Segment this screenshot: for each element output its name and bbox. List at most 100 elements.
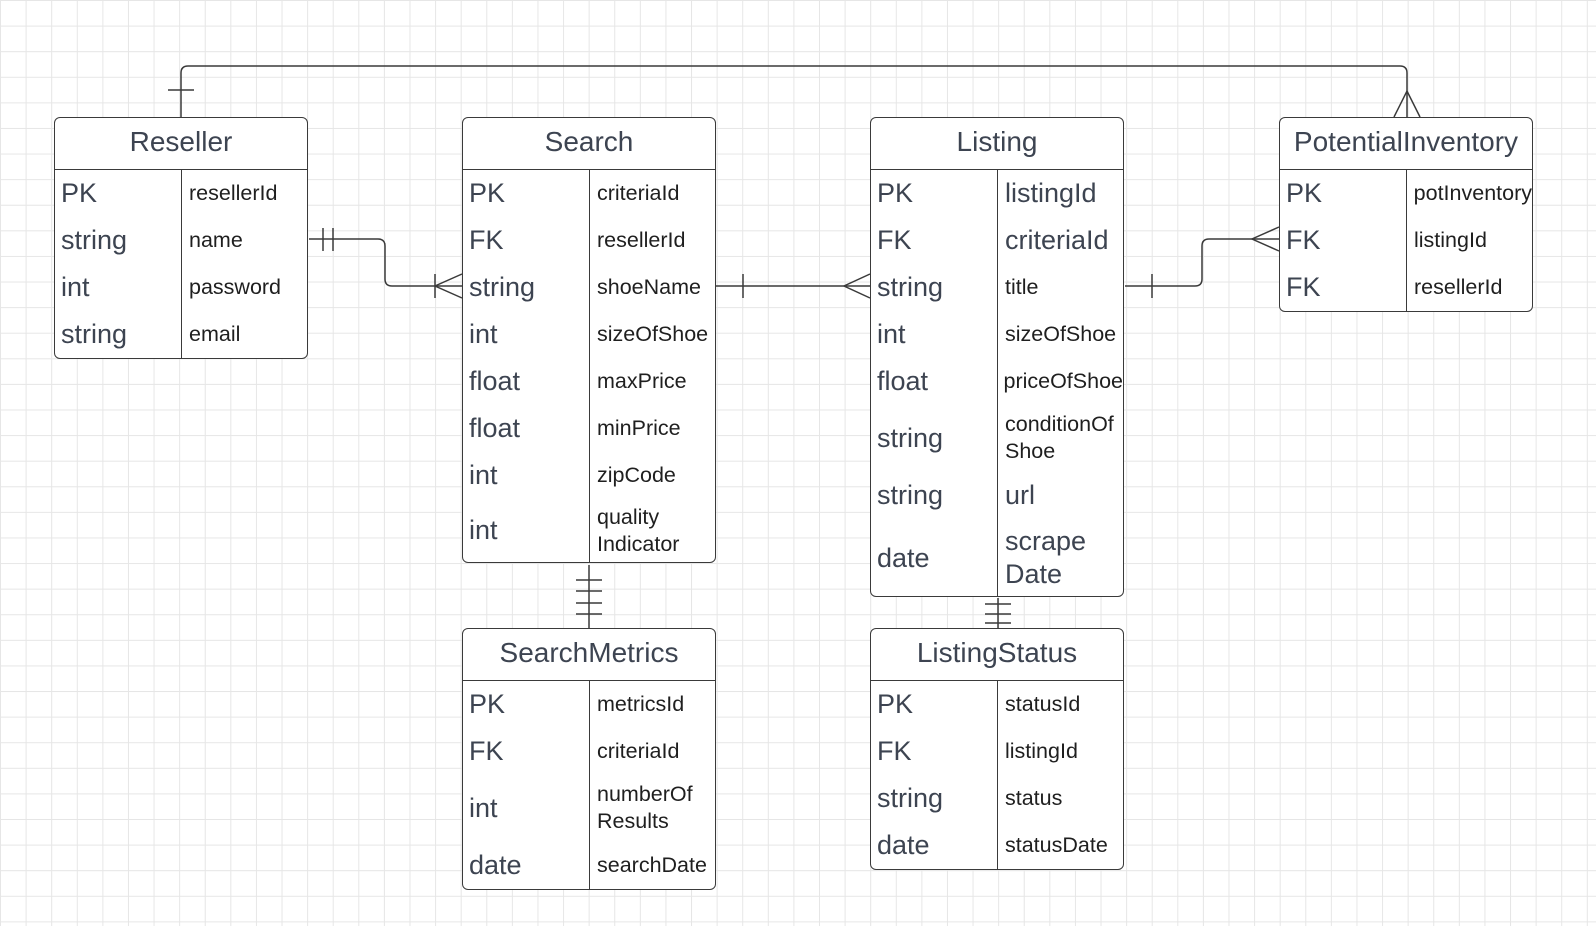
attribute-name: shoeName: [597, 275, 701, 299]
entity-title: Search: [463, 118, 715, 170]
attribute-name: minPrice: [597, 416, 681, 440]
attribute-name: zipCode: [597, 463, 676, 487]
attribute-row[interactable]: FK resellerId: [1280, 264, 1532, 311]
attribute-key: PK: [469, 178, 506, 208]
attribute-name: listingId: [1414, 228, 1487, 252]
attribute-key: float: [469, 413, 521, 443]
attribute-row[interactable]: PK listingId: [871, 170, 1123, 217]
attribute-key: string: [61, 319, 128, 349]
attribute-key: FK: [877, 736, 912, 766]
attribute-row[interactable]: PK metricsId: [463, 681, 715, 728]
entity-attributes: PK potInventory FK listingId FK resellerId: [1280, 170, 1532, 311]
attribute-row[interactable]: int zipCode: [463, 452, 715, 499]
attribute-key: FK: [469, 225, 504, 255]
attribute-key: PK: [469, 689, 506, 719]
entity-title: Listing: [871, 118, 1123, 170]
attribute-name: maxPrice: [597, 369, 687, 393]
attribute-name: url: [1005, 480, 1036, 510]
attribute-key: string: [61, 225, 128, 255]
attribute-name: sizeOfShoe: [597, 322, 709, 346]
attribute-name: statusDate: [1005, 833, 1108, 857]
attribute-key: FK: [1286, 225, 1321, 255]
attribute-key: FK: [1286, 272, 1321, 302]
attribute-row[interactable]: string name: [55, 217, 307, 264]
attribute-name: listingId: [1005, 739, 1078, 763]
attribute-key: int: [469, 515, 498, 545]
crowsfoot-many: [842, 273, 871, 299]
attribute-key: int: [469, 792, 498, 823]
entity-title: Reseller: [55, 118, 307, 170]
attribute-key: int: [61, 272, 90, 302]
attribute-row[interactable]: date scrape Date: [871, 520, 1123, 596]
attribute-name: numberOf Results: [597, 782, 693, 833]
attribute-name: metricsId: [597, 692, 685, 716]
attribute-name: searchDate: [597, 852, 707, 877]
attribute-row[interactable]: int numberOf Results: [463, 775, 715, 841]
attribute-row[interactable]: date statusDate: [871, 822, 1123, 869]
attribute-key: date: [877, 830, 930, 860]
attribute-key: FK: [469, 736, 504, 766]
crowsfoot-many: [1393, 89, 1421, 118]
attribute-row[interactable]: FK listingId: [871, 728, 1123, 775]
attribute-name: resellerId: [1414, 275, 1503, 299]
attribute-name: quality Indicator: [597, 504, 680, 556]
attribute-key: string: [877, 272, 944, 302]
attribute-name: resellerId: [189, 181, 278, 205]
attribute-key: int: [469, 319, 498, 349]
attribute-name: scrape Date: [1005, 526, 1087, 589]
attribute-row[interactable]: int sizeOfShoe: [463, 311, 715, 358]
attribute-row[interactable]: string conditionOf Shoe: [871, 405, 1123, 471]
entity-title: SearchMetrics: [463, 629, 715, 681]
attribute-key: string: [877, 422, 944, 453]
attribute-row[interactable]: PK potInventory: [1280, 170, 1532, 217]
attribute-name: listingId: [1005, 178, 1097, 208]
attribute-row[interactable]: string title: [871, 264, 1123, 311]
attribute-row[interactable]: FK listingId: [1280, 217, 1532, 264]
attribute-name: email: [189, 322, 241, 346]
attribute-name: conditionOf Shoe: [1005, 412, 1114, 463]
attribute-name: criteriaId: [597, 181, 680, 205]
attribute-name: status: [1005, 786, 1063, 810]
attribute-row[interactable]: int password: [55, 264, 307, 311]
attribute-key: int: [469, 460, 498, 490]
attribute-name: title: [1005, 275, 1039, 299]
attribute-key: FK: [877, 225, 912, 255]
attribute-key: PK: [1286, 178, 1323, 208]
crowsfoot-many: [1250, 226, 1280, 252]
attribute-row[interactable]: PK criteriaId: [463, 170, 715, 217]
attribute-name: password: [189, 275, 282, 299]
attribute-key: date: [877, 542, 930, 573]
attribute-name: name: [189, 228, 243, 252]
attribute-key: int: [877, 319, 906, 349]
attribute-name: potInventory: [1413, 181, 1532, 205]
attribute-key: float: [877, 366, 929, 396]
attribute-row[interactable]: string email: [55, 311, 307, 358]
attribute-key: PK: [877, 178, 914, 208]
attribute-row[interactable]: int quality Indicator: [463, 499, 715, 562]
attribute-row[interactable]: float minPrice: [463, 405, 715, 452]
attribute-name: statusId: [1005, 692, 1081, 716]
